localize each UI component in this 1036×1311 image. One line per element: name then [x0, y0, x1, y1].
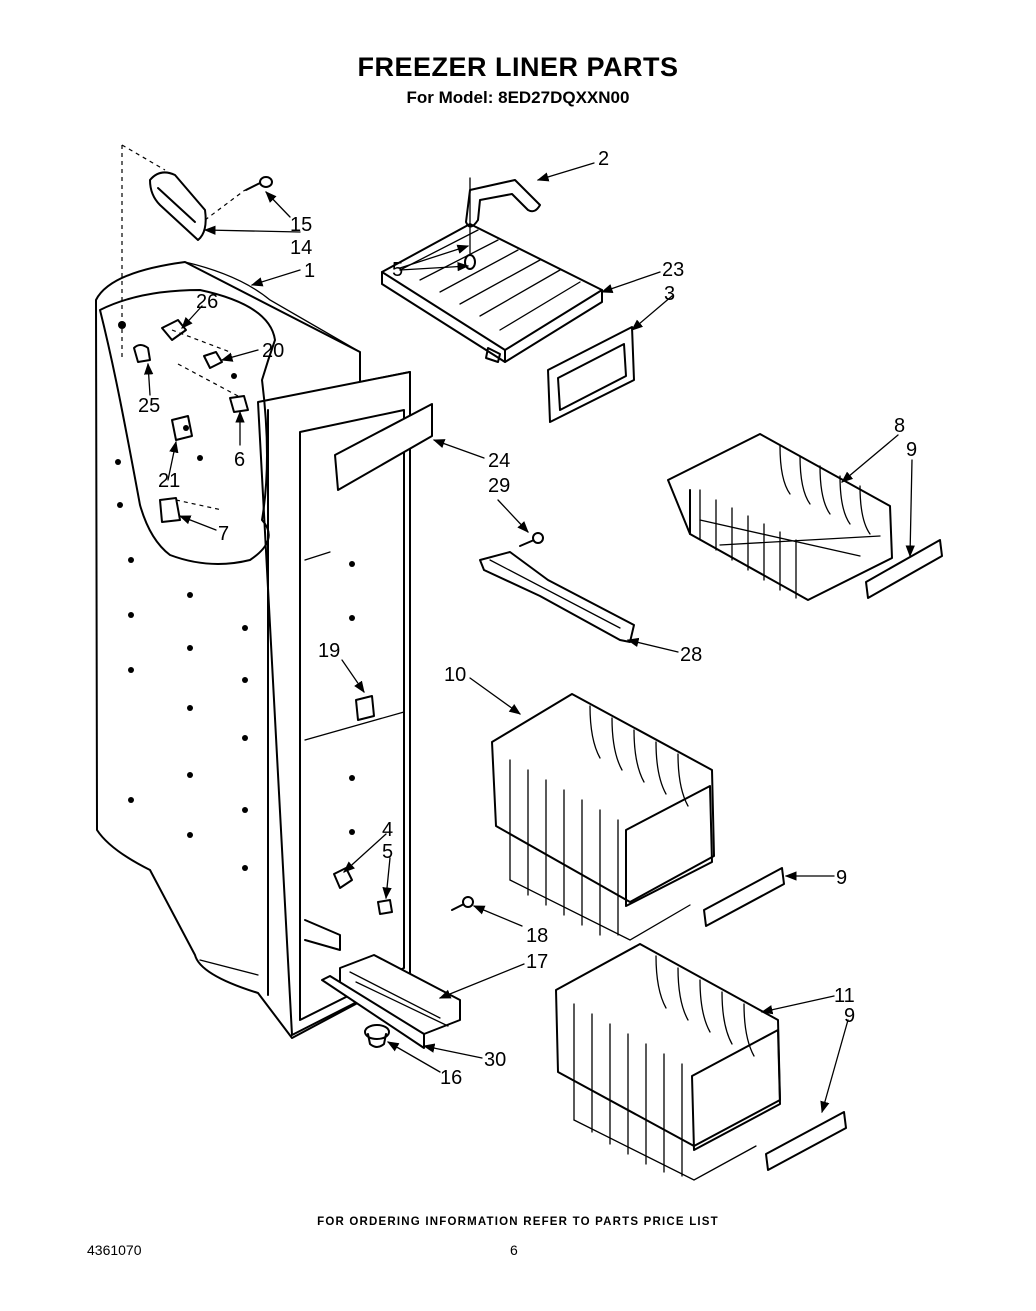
trim-part-3 — [547, 326, 635, 423]
freezer-liner — [95, 261, 411, 1039]
callout-3: 3 — [664, 283, 675, 305]
deflector-part-24 — [334, 403, 433, 491]
trim-part-9-top — [865, 539, 943, 599]
callout-16: 16 — [440, 1067, 462, 1089]
callout-14: 14 — [290, 237, 312, 259]
screw-part-18 — [451, 896, 474, 911]
callout-2: 2 — [598, 148, 609, 170]
callout-8: 8 — [894, 415, 905, 437]
callout-24: 24 — [488, 450, 510, 472]
basket-part-10 — [491, 693, 715, 941]
shelf-bracket-part-2 — [465, 179, 541, 228]
ordering-note: FOR ORDERING INFORMATION REFER TO PARTS … — [317, 1216, 719, 1228]
callout-9-top: 9 — [906, 439, 917, 461]
callout-19: 19 — [318, 640, 340, 662]
clip-part-4 — [333, 867, 353, 889]
callout-7: 7 — [218, 523, 229, 545]
shelf-part-23 — [381, 223, 603, 363]
page-number: 6 — [510, 1242, 518, 1258]
callout-4: 4 — [382, 819, 393, 841]
callout-20: 20 — [262, 340, 284, 362]
callout-10: 10 — [444, 664, 466, 686]
leader-lines — [144, 162, 915, 1114]
liner-holes — [115, 321, 355, 871]
basket-part-11 — [555, 943, 781, 1181]
screw-part-29 — [519, 532, 544, 547]
screw-part-15 — [245, 176, 273, 191]
callout-18: 18 — [526, 925, 548, 947]
callout-1: 1 — [304, 260, 315, 282]
callout-labels: 2 15 14 1 26 20 25 6 21 7 5 23 3 24 29 2… — [138, 148, 917, 1089]
page-title: FREEZER LINER PARTS — [357, 52, 679, 82]
callout-26: 26 — [196, 291, 218, 313]
screw-part-5 — [377, 899, 393, 915]
plate-part-30 — [321, 975, 425, 1049]
callout-21: 21 — [158, 470, 180, 492]
callout-29: 29 — [488, 475, 510, 497]
callout-23: 23 — [662, 259, 684, 281]
trim-part-9-bottom — [765, 1111, 847, 1171]
callout-30: 30 — [484, 1049, 506, 1071]
switch-part-19 — [355, 695, 375, 721]
callout-15: 15 — [290, 214, 312, 236]
rail-part-28 — [479, 551, 635, 643]
callout-9-bottom: 9 — [844, 1005, 855, 1027]
trim-part-9-middle — [703, 867, 785, 927]
callout-11: 11 — [834, 985, 855, 1007]
callout-28: 28 — [680, 644, 702, 666]
model-subtitle: For Model: 8ED27DQXXN00 — [406, 88, 630, 107]
plug-part-16 — [364, 1024, 390, 1048]
callout-5-top: 5 — [392, 259, 403, 281]
callout-17: 17 — [526, 951, 548, 973]
bracket-part-14 — [149, 171, 207, 241]
document-number: 4361070 — [87, 1242, 142, 1258]
callout-6: 6 — [234, 449, 245, 471]
basket-part-8 — [667, 433, 893, 601]
callout-5-bottom: 5 — [382, 841, 393, 863]
callout-25: 25 — [138, 395, 160, 417]
liner-components — [133, 319, 249, 523]
callout-9-middle: 9 — [836, 867, 847, 889]
